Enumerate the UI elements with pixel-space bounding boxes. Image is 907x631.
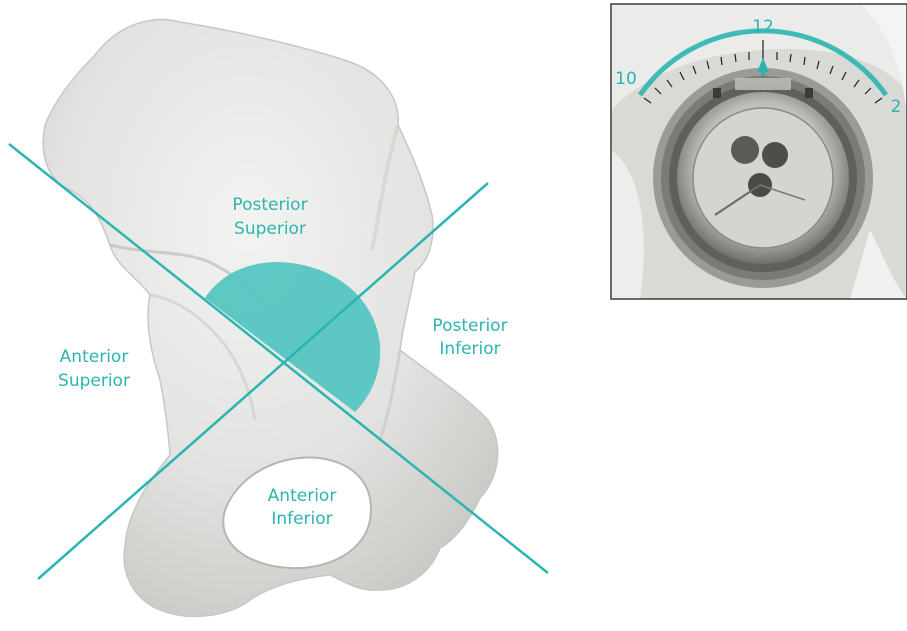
label-anterior-inferior-line1: Anterior	[268, 486, 337, 506]
clock-label-10: 10	[615, 69, 637, 89]
label-posterior-superior-line2: Superior	[234, 219, 306, 239]
clock-label-12: 12	[752, 17, 774, 37]
clock-label-2: 2	[891, 97, 902, 117]
acetabular-cup-inset: 12 10 2	[611, 4, 907, 299]
label-posterior-inferior: Posterior Inferior	[432, 316, 507, 359]
label-anterior-superior-line1: Anterior	[60, 347, 129, 367]
label-anterior-superior: Anterior Superior	[58, 347, 130, 391]
label-anterior-superior-line2: Superior	[58, 371, 130, 391]
label-anterior-inferior-line2: Inferior	[271, 509, 332, 529]
label-posterior-inferior-line1: Posterior	[432, 316, 507, 336]
label-posterior-superior-line1: Posterior	[232, 195, 307, 215]
label-posterior-inferior-line2: Inferior	[439, 339, 500, 359]
